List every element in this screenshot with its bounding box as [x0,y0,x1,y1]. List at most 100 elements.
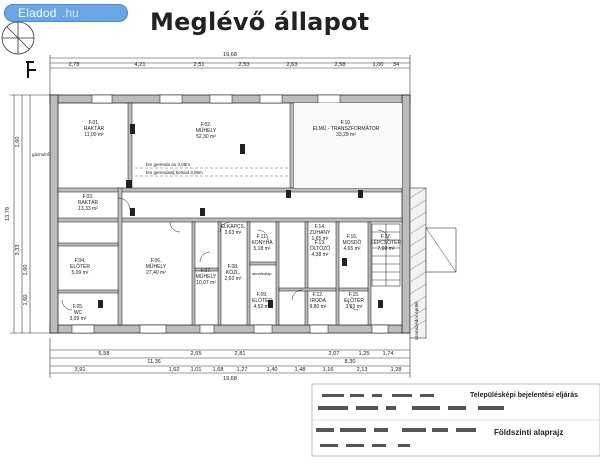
svg-text:IRODA: IRODA [310,298,327,304]
compass-icon [1,21,35,55]
bottom-dimension-lines [49,338,411,378]
svg-text:1,74: 1,74 [383,351,394,357]
svg-text:8,30: 8,30 [345,359,356,365]
svg-text:1,48: 1,48 [295,367,306,373]
page-title: Meglévő állapot [150,8,370,36]
svg-text:10,07 m²: 10,07 m² [196,280,216,286]
svg-text:MŰHELY: MŰHELY [146,263,167,270]
svg-text:1,00: 1,00 [373,62,384,68]
svg-text:F.12.: F.12. [313,292,324,298]
room-f15: F.15. ELŐTÉR 3,93 m² [344,292,364,310]
svg-text:4,21: 4,21 [135,62,146,68]
svg-text:4,52 m²: 4,52 m² [254,304,271,310]
svg-text:2,13: 2,13 [357,367,368,373]
svg-text:WC: WC [74,310,83,316]
svg-text:33,29 m²: 33,29 m² [336,132,356,138]
room-f05: F.05. WC 3,09 m² [70,304,87,322]
room-f11: F.11. KONYHA 5,18 m² [251,234,273,252]
svg-text:MŰHELY: MŰHELY [196,127,217,134]
svg-text:ELKAPCS.: ELKAPCS. [221,224,245,230]
svg-text:34: 34 [393,62,399,68]
room-elkapcs: ELKAPCS. 3,63 m² [221,224,245,236]
svg-text:F.04.: F.04. [75,258,86,264]
title-block-sheet-title: Földszinti alaprajz [494,428,564,437]
svg-text:6,58: 6,58 [99,351,110,357]
svg-text:2,65: 2,65 [191,351,202,357]
neighbour-building-label: szomszédos épület [414,301,419,340]
room-f17: F.17. LÉPCSŐTÉR 7,60 m² [371,234,402,252]
svg-text:1,60: 1,60 [15,137,21,148]
title-block-procedure: Településképi bejelentési eljárás [470,392,579,399]
svg-text:F.02.: F.02. [201,122,212,128]
svg-text:F.13.: F.13. [315,240,326,246]
room-f12: F.12. IRODA 9,80 m² [310,292,327,310]
north-arrow-icon [26,61,36,78]
svg-text:F.03.: F.03. [83,194,94,200]
dims-bottom: 6,58 2,65 2,81 2,07 1,25 1,74 11,36 8,30… [75,351,402,382]
svg-text:F.10.: F.10. [341,120,352,126]
svg-text:2,63: 2,63 [287,62,298,68]
dims-top: 19,68 2,78 4,21 2,51 2,53 2,63 2,58 1,00… [69,52,400,68]
svg-text:1,60: 1,60 [23,295,29,306]
svg-text:2,51: 2,51 [194,62,205,68]
svg-text:MOSDÓ: MOSDÓ [343,239,362,246]
svg-text:1,28: 1,28 [391,367,402,373]
room-f02: F.02. MŰHELY 52,30 m² [196,122,217,140]
svg-text:11,36: 11,36 [147,359,161,365]
svg-text:1,40: 1,40 [267,367,278,373]
svg-text:F.16.: F.16. [347,234,358,240]
svg-text:9,80 m²: 9,80 m² [310,304,327,310]
svg-text:F.11.: F.11. [257,234,267,240]
svg-text:1,01: 1,01 [191,367,202,373]
svg-text:1,27: 1,27 [237,367,248,373]
svg-text:4,65 m²: 4,65 m² [344,246,361,252]
room-f10: F.10. ELMŰ - TRANSZFORMÁTOR 33,29 m² [313,120,380,138]
svg-text:3,63 m²: 3,63 m² [225,230,242,236]
svg-text:13,33 m²: 13,33 m² [78,206,98,212]
title-block-scribbles [316,394,504,447]
svg-text:ELŐTÉR: ELŐTÉR [252,297,272,304]
room-f06: F.06. MŰHELY 27,40 m² [146,258,167,276]
svg-text:ELŐTÉR: ELŐTÉR [344,297,364,304]
gas-meter-label: gázmérő [32,152,50,157]
structural-columns [98,124,383,308]
manhole-label: aknafedlap [252,271,272,276]
room-f03: F.03. RAKTÁR 13,33 m² [78,194,99,212]
svg-text:F.01.: F.01. [89,120,100,126]
watermark-brand: Eladod [18,6,57,20]
svg-text:3,09 m²: 3,09 m² [70,316,87,322]
svg-text:RAKTÁR: RAKTÁR [78,199,99,206]
svg-text:F.07.: F.07. [201,268,212,274]
svg-text:ÖLTÖZŐ: ÖLTÖZŐ [310,245,330,252]
room-f13: F.13. ÖLTÖZŐ 4,38 m² [310,240,330,258]
beam-note-2: bm gerendaalj belsúd 3,05m [146,170,203,175]
beam-note-1: bm gerenda ao 3,05m [146,162,190,167]
svg-text:ELMŰ - TRANSZFORMÁTOR: ELMŰ - TRANSZFORMÁTOR [313,125,380,132]
interior-walls [57,102,403,326]
svg-text:1,25: 1,25 [359,351,370,357]
svg-text:F.08.: F.08. [228,264,239,270]
svg-text:13,78: 13,78 [5,207,11,221]
room-f01: F.01. RAKTÁR 11,00 m² [84,120,105,138]
svg-text:1,68: 1,68 [213,367,224,373]
svg-text:F.06.: F.06. [151,258,162,264]
svg-text:3,93 m²: 3,93 m² [346,304,363,310]
room-f08: F.08. KÖZL. 2,93 m² [225,264,242,282]
watermark-suffix: .hu [62,6,79,20]
watermark-badge: Eladod .hu [4,4,128,22]
svg-text:1,60: 1,60 [23,265,29,276]
svg-text:F.14.: F.14. [315,224,326,230]
dims-left: 13,78 1,60 3,33 1,60 1,60 [5,137,29,306]
door-swings [61,197,389,311]
room-f14: F.14. ZUHANY 1,65 m² [310,224,331,242]
svg-text:2,53: 2,53 [239,62,250,68]
svg-text:RAKTÁR: RAKTÁR [84,125,105,132]
title-block [311,383,600,457]
svg-text:1,16: 1,16 [323,367,334,373]
svg-text:2,81: 2,81 [235,351,246,357]
svg-text:5,18 m²: 5,18 m² [254,246,271,252]
svg-text:5,09 m²: 5,09 m² [72,270,89,276]
transformer-room [294,103,402,188]
